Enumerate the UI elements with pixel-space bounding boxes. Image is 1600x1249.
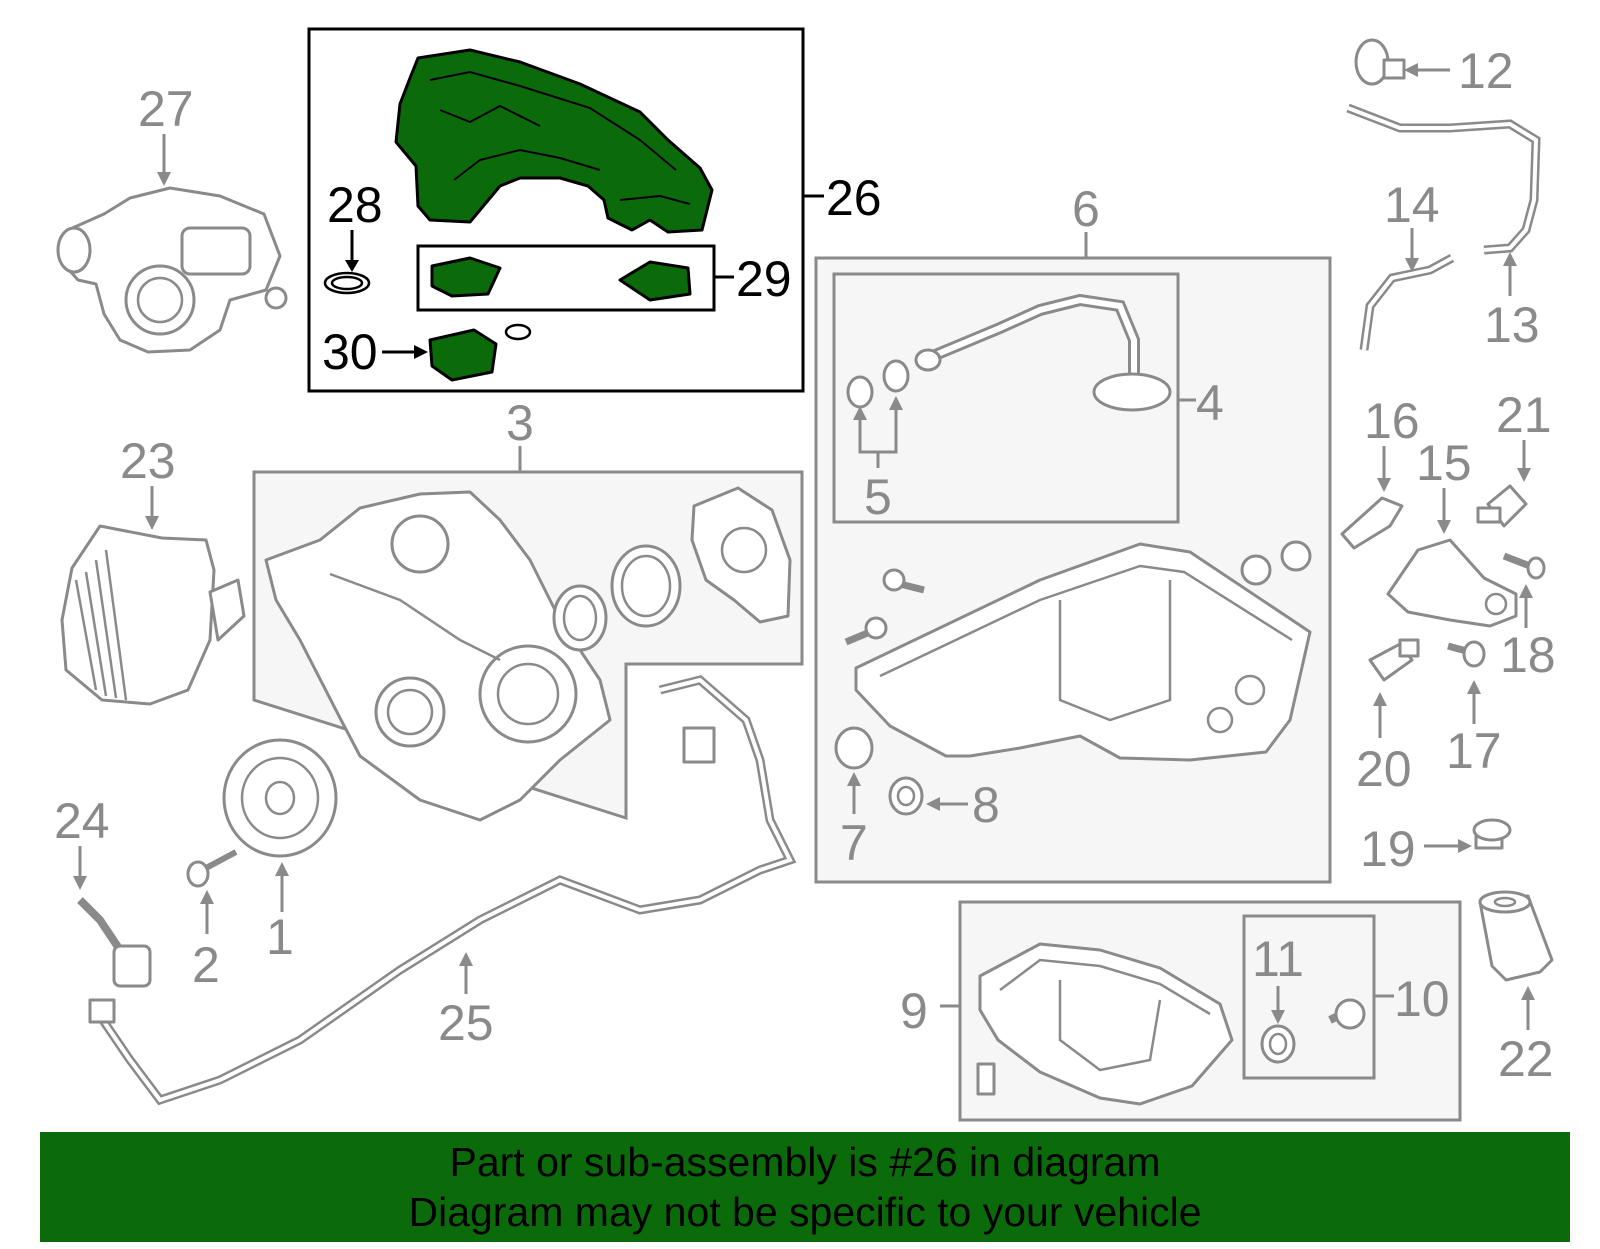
callout-7: 7 xyxy=(840,815,868,871)
notice-line-1: Part or sub-assembly is #26 in diagram xyxy=(449,1139,1161,1185)
bolt-2[interactable] xyxy=(186,849,238,888)
callout-25: 25 xyxy=(438,995,494,1051)
o-ring-28[interactable] xyxy=(323,271,371,295)
callout-24: 24 xyxy=(54,793,110,849)
callout-5: 5 xyxy=(864,469,892,525)
gasket-29-right[interactable] xyxy=(618,260,692,302)
water-pump-27[interactable] xyxy=(56,186,288,354)
callout-6: 6 xyxy=(1072,181,1100,237)
gasket-29-left[interactable] xyxy=(430,256,502,298)
notice-banner: Part or sub-assembly is #26 in diagram D… xyxy=(40,1132,1570,1242)
dowel-7[interactable] xyxy=(834,726,874,770)
callout-16: 16 xyxy=(1364,393,1420,449)
plug-8[interactable] xyxy=(888,776,924,816)
oil-pan-6[interactable] xyxy=(854,542,1312,762)
sensor-21[interactable] xyxy=(1476,484,1528,528)
sensor-20[interactable] xyxy=(1368,638,1420,682)
callout-29: 29 xyxy=(736,251,792,307)
oil-filter-22[interactable] xyxy=(1478,890,1554,982)
washer-11[interactable] xyxy=(1260,1024,1296,1064)
pickup-tube-4-box xyxy=(832,272,1180,524)
callout-27: 27 xyxy=(138,81,194,137)
drain-plug[interactable] xyxy=(976,1062,996,1096)
callout-20: 20 xyxy=(1356,741,1412,797)
wiring-harness-25[interactable] xyxy=(88,675,797,1106)
callout-2: 2 xyxy=(192,937,220,993)
callout-4: 4 xyxy=(1196,375,1224,431)
plug-19[interactable] xyxy=(1472,818,1512,850)
plug-12[interactable] xyxy=(1354,38,1406,86)
housing-15[interactable] xyxy=(1386,538,1518,628)
callout-13: 13 xyxy=(1484,297,1540,353)
callout-22: 22 xyxy=(1498,1031,1554,1087)
lower-oil-pan-9[interactable] xyxy=(978,942,1234,1106)
sensor-24[interactable] xyxy=(77,897,152,988)
callout-3: 3 xyxy=(506,395,534,451)
drain-plug-10[interactable] xyxy=(1328,998,1366,1030)
front-cover-3[interactable] xyxy=(264,486,792,822)
callout-17: 17 xyxy=(1446,723,1502,779)
callout-1: 1 xyxy=(266,909,294,965)
gasket-30[interactable] xyxy=(428,323,532,382)
callout-21: 21 xyxy=(1496,387,1552,443)
intake-manifold-highlighted[interactable] xyxy=(394,48,714,234)
callout-10: 10 xyxy=(1394,971,1450,1027)
bolt-17[interactable] xyxy=(1447,640,1486,668)
pulley-1[interactable] xyxy=(222,738,338,858)
callout-12: 12 xyxy=(1458,43,1514,99)
callout-9: 9 xyxy=(900,983,928,1039)
callout-15: 15 xyxy=(1416,435,1472,491)
bolt-18[interactable] xyxy=(1502,552,1546,580)
callout-14: 14 xyxy=(1384,177,1440,233)
tube-14[interactable] xyxy=(1359,254,1455,351)
pickup-tube-4[interactable] xyxy=(914,293,1172,412)
callout-8: 8 xyxy=(972,777,1000,833)
notice-line-2: Diagram may not be specific to your vehi… xyxy=(408,1189,1202,1235)
pan-bolts[interactable] xyxy=(844,540,1312,646)
callout-28: 28 xyxy=(327,177,383,233)
callout-30: 30 xyxy=(322,324,378,380)
oil-cooler-23[interactable] xyxy=(60,524,246,706)
callout-19: 19 xyxy=(1360,821,1416,877)
callout-11: 11 xyxy=(1252,931,1304,987)
gasket-16[interactable] xyxy=(1340,496,1404,550)
callout-26: 26 xyxy=(826,170,882,226)
callout-18: 18 xyxy=(1500,627,1556,683)
callout-23: 23 xyxy=(120,433,176,489)
